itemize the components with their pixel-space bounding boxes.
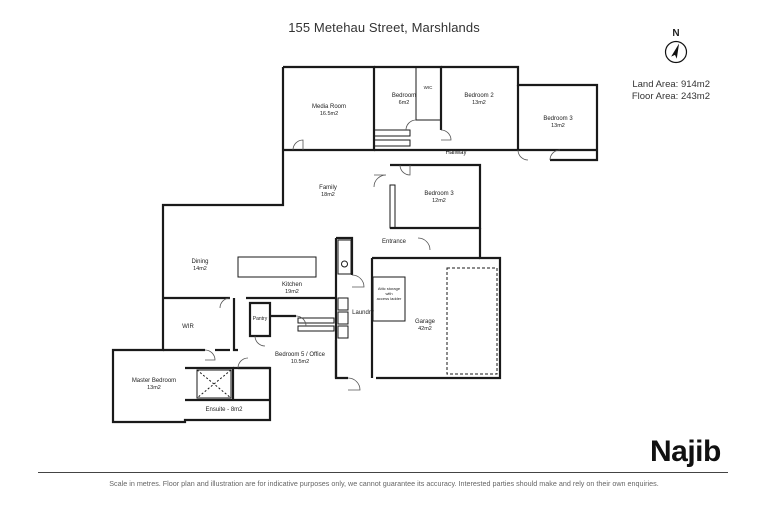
room-name: Bedroom 5 / Office xyxy=(275,352,325,358)
room-kitchen: Kitchen 19m2 xyxy=(272,282,312,296)
room-name: Media Room xyxy=(311,104,346,110)
room-dining: Dining 14m2 xyxy=(180,259,220,273)
room-media-room: Media Room 16.5m2 xyxy=(304,104,354,118)
interior-details xyxy=(196,66,498,399)
north-arrow-icon xyxy=(664,40,688,64)
area-summary: Land Area: 914m2 Floor Area: 243m2 xyxy=(632,79,710,103)
room-bedroom-5-office: Bedroom 5 / Office 10.5m2 xyxy=(272,352,328,366)
room-name: Family xyxy=(319,185,337,191)
room-bedroom-2: Bedroom 2 13m2 xyxy=(454,93,504,107)
room-name: Master Bedroom xyxy=(131,378,177,384)
room-entrance: Entrance xyxy=(374,239,414,246)
room-garage: Garage 42m2 xyxy=(405,319,445,333)
room-name: Hallway xyxy=(445,150,467,156)
room-area: 13m2 xyxy=(551,123,565,129)
room-name: Ensuite - 8m2 xyxy=(205,407,243,413)
room-area: 19m2 xyxy=(285,289,299,295)
room-bedroom: Bedroom 6m2 xyxy=(384,93,424,107)
room-ensuite: Ensuite - 8m2 xyxy=(198,407,250,414)
room-name: Pantry xyxy=(252,316,268,322)
storage-line-2: with xyxy=(385,291,393,296)
door-swings xyxy=(204,119,561,391)
room-name: Bedroom 3 xyxy=(543,116,573,122)
room-name: WIR xyxy=(182,324,194,330)
land-area: Land Area: 914m2 xyxy=(632,79,710,90)
room-hallway: Hallway xyxy=(436,150,476,157)
room-name: Laundry xyxy=(352,310,374,316)
room-area: 18m2 xyxy=(321,192,335,198)
attic-storage-note: Attic storage with access ladder xyxy=(374,286,404,301)
room-name: Bedroom 3 xyxy=(424,191,454,197)
room-bedroom-3-east: Bedroom 3 13m2 xyxy=(533,116,583,130)
exterior-walls xyxy=(111,65,599,424)
brand-logo: Najib xyxy=(650,435,721,468)
storage-line-1: Attic storage xyxy=(377,286,401,291)
room-name: Entrance xyxy=(381,239,406,245)
room-name: Kitchen xyxy=(281,282,302,288)
room-name: Garage xyxy=(414,319,435,325)
room-laundry: Laundry xyxy=(348,310,378,317)
room-area: 16.5m2 xyxy=(319,111,339,117)
north-label: N xyxy=(672,28,680,39)
room-name: Bedroom xyxy=(391,93,417,99)
room-area: 6m2 xyxy=(398,100,410,106)
room-wic: WIC xyxy=(423,85,433,90)
room-wir: WIR xyxy=(173,324,203,331)
compass: N xyxy=(662,28,690,68)
room-area: 42m2 xyxy=(418,326,432,332)
footer-divider xyxy=(38,472,728,473)
room-area: 12m2 xyxy=(432,198,446,204)
room-area: 13m2 xyxy=(472,100,486,106)
plan-title: 155 Metehau Street, Marshlands xyxy=(288,20,480,35)
footer-disclaimer: Scale in metres. Floor plan and illustra… xyxy=(109,479,659,488)
room-master-bedroom: Master Bedroom 13m2 xyxy=(127,378,181,392)
room-name: Dining xyxy=(191,259,209,265)
room-area: 10.5m2 xyxy=(290,359,310,365)
room-area: 13m2 xyxy=(147,385,161,391)
room-pantry: Pantry xyxy=(248,316,272,323)
room-area: 14m2 xyxy=(193,266,207,272)
storage-line-3: access ladder xyxy=(376,296,402,301)
room-name: Bedroom 2 xyxy=(464,93,494,99)
room-bedroom-3: Bedroom 3 12m2 xyxy=(414,191,464,205)
floor-area: Floor Area: 243m2 xyxy=(631,91,710,102)
room-family: Family 18m2 xyxy=(303,185,353,199)
